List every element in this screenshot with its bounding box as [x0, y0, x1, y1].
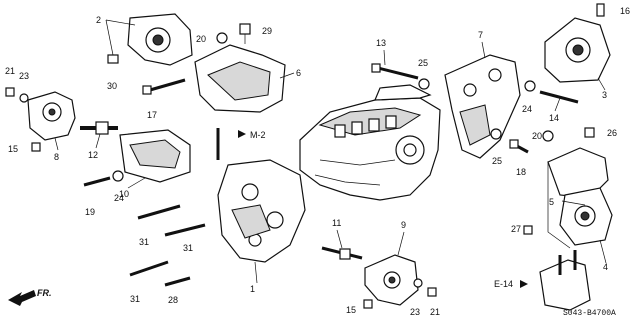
- side-mount-8: [27, 91, 76, 141]
- through-bolt-12: [80, 121, 118, 135]
- callout-23b: 23: [410, 307, 420, 317]
- callout-4: 4: [603, 262, 608, 272]
- bolt-31b: [164, 223, 206, 237]
- callout-8: 8: [54, 152, 59, 162]
- bolt-15a: [31, 142, 41, 152]
- callout-1: 1: [250, 284, 255, 294]
- mount-bracket-6: [194, 44, 286, 113]
- callout-31c: 31: [130, 294, 140, 304]
- washer-20a: [216, 32, 228, 44]
- right-mount-3: [544, 17, 611, 83]
- callout-labels: 1 2 3 4 5 6 7 8 9 10 11 12 13 14 15 15 1…: [5, 6, 630, 317]
- callout-6: 6: [296, 68, 301, 78]
- mount-bracket-e14: [539, 250, 591, 311]
- callout-21a: 21: [5, 66, 15, 76]
- washer-24a: [112, 170, 124, 182]
- upper-mount-bracket: [127, 13, 193, 66]
- washer-25b: [490, 128, 502, 140]
- e14-reference-label: E-14: [494, 279, 513, 289]
- callout-12: 12: [88, 150, 98, 160]
- front-direction-label: FR.: [37, 288, 52, 298]
- lower-mount-9: [364, 254, 419, 306]
- callout-17: 17: [147, 110, 157, 120]
- callout-25a: 25: [418, 58, 428, 68]
- callout-15b: 15: [346, 305, 356, 315]
- callout-10: 10: [119, 189, 129, 199]
- bolt-31c: [129, 260, 169, 277]
- callout-14: 14: [549, 113, 559, 123]
- washer-20b: [542, 130, 554, 142]
- bolt-11: [321, 246, 363, 260]
- bolt-28: [164, 276, 191, 287]
- callout-20a: 20: [196, 34, 206, 44]
- callout-5: 5: [549, 197, 554, 207]
- nut-26: [584, 127, 595, 138]
- m2-reference-arrow: [238, 130, 246, 138]
- callout-11: 11: [332, 218, 341, 228]
- callout-30: 30: [107, 81, 117, 91]
- callout-19: 19: [85, 207, 95, 217]
- engine-block: [299, 84, 441, 201]
- callout-31a: 31: [139, 237, 149, 247]
- callout-3: 3: [602, 90, 607, 100]
- callout-7: 7: [478, 30, 483, 40]
- washer-24b: [524, 80, 536, 92]
- callout-23a: 23: [19, 71, 29, 81]
- washer-23b: [413, 278, 423, 288]
- washer-23a: [19, 93, 29, 103]
- bolt-14: [539, 90, 579, 104]
- callout-27: 27: [511, 224, 521, 234]
- bolt-13: [371, 63, 419, 80]
- callout-26: 26: [607, 128, 617, 138]
- bracket-10: [119, 129, 191, 183]
- callout-18: 18: [516, 167, 526, 177]
- front-direction-arrow: [8, 290, 36, 306]
- callout-29: 29: [262, 26, 272, 36]
- transmission-mount-4: [547, 147, 613, 249]
- callout-21b: 21: [430, 307, 440, 317]
- callout-25b: 25: [492, 156, 502, 166]
- nut-21b: [427, 287, 437, 297]
- callout-20b: 20: [532, 131, 542, 141]
- callout-2: 2: [96, 15, 101, 25]
- callout-16: 16: [620, 6, 630, 16]
- callout-9: 9: [401, 220, 406, 230]
- washer-25a: [418, 78, 430, 90]
- bolt-16: [596, 3, 605, 17]
- m2-reference-label: M-2: [250, 130, 266, 140]
- callout-24b: 24: [522, 104, 532, 114]
- rear-bracket-7: [444, 54, 521, 159]
- bolt-27: [523, 225, 533, 235]
- callout-24a: 24: [114, 193, 124, 203]
- bolt-30: [107, 54, 119, 64]
- bolt-19: [83, 176, 111, 187]
- e14-reference-arrow: [520, 280, 528, 288]
- leader-lines: [54, 19, 607, 284]
- callout-13: 13: [376, 38, 386, 48]
- callout-15a: 15: [8, 144, 18, 154]
- nut-21a: [5, 87, 15, 97]
- bolt-31a: [137, 204, 181, 220]
- callout-28: 28: [168, 295, 178, 305]
- bolt-15b: [363, 299, 373, 309]
- bolt-29: [239, 23, 251, 44]
- bolt-18: [509, 139, 529, 154]
- diagram-code: S043-B4700A: [563, 309, 616, 318]
- engine-bracket-1: [217, 159, 306, 263]
- bolt-17: [142, 78, 186, 95]
- callout-31b: 31: [183, 243, 193, 253]
